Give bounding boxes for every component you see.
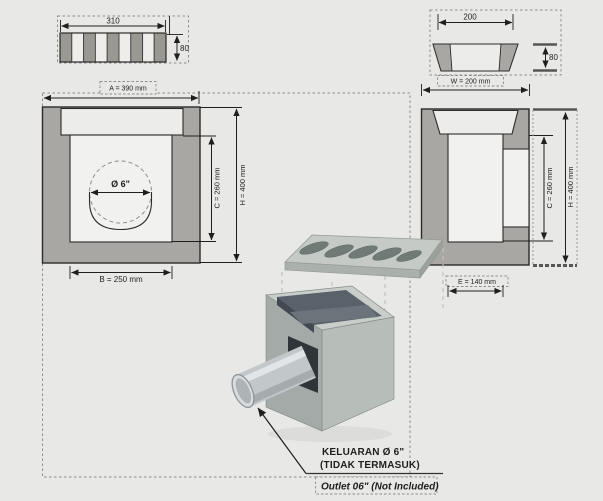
front-view-cavity [69,134,173,243]
grate-slot [372,247,402,261]
dim-label-box [437,75,504,87]
grate-bars [59,32,167,63]
callout-text-keluaran: KELUARAN Ø 6" [322,447,404,458]
figure-frame [57,15,189,64]
callout-leader-line [257,407,307,474]
dim-label-box [445,275,509,287]
pipe-body [234,345,316,408]
render-box [264,285,395,442]
grate-slot [348,245,378,259]
main-figure-frame [42,92,411,478]
dim-label-80: 80 [180,44,189,53]
dim-label-W: W = 200 mm [451,79,491,86]
figure-frame [429,9,562,76]
dim-label-80: 80 [549,53,558,62]
grate-section-end [498,43,519,72]
pipe-bore [235,378,252,404]
dim-label-A: A = 390 mm [109,86,147,93]
pipe-highlight [235,349,307,386]
pipe-shade [244,369,316,406]
side-view-outlet-notch [502,148,530,228]
grate-slot [324,244,354,258]
dim-label-diameter: Ø 6" [111,179,130,189]
outlet-callout: KELUARAN Ø 6" (TIDAK TERMASUK) Outlet 06… [257,407,443,495]
grate-bar [59,32,73,63]
grate-section-end [432,43,453,72]
side-view-cavity [447,133,504,243]
grate-slot [94,32,108,63]
side-view-recess [432,109,519,135]
grate-plan-view: 310 80 [57,15,189,64]
grate-bar [106,32,120,63]
dim-label-box [99,81,157,95]
dim-label-200: 200 [463,13,477,22]
grate-slot [299,241,329,255]
front-view-recess [60,107,184,136]
grate-slot [396,250,422,262]
render-pipe [231,345,316,409]
grate-bar [83,32,96,63]
grate-slot [142,32,155,63]
grate-slot [71,32,85,63]
dim-label-C: C = 260 mm [213,167,222,208]
box-right-face [321,316,395,432]
outlet-channel-outline [88,192,153,231]
grate-bar [153,32,167,63]
front-view: A = 390 mm Ø 6" C = 260 mm H = 400 mm B … [41,81,247,284]
box-interior-bottom [290,305,378,324]
callout-text-tidak-termasuk: (TIDAK TERMASUK) [320,460,420,471]
dim-label-H: H = 400 mm [238,164,247,205]
dim-label-H: H = 400 mm [566,166,575,207]
product-3d-render [231,234,444,442]
dim-label-E: E = 140 mm [458,279,496,286]
grate-slot [118,32,132,63]
grate-outline [59,32,167,63]
shadow [268,426,392,442]
dim-label-B: B = 250 mm [99,275,143,284]
dim-label-C: C = 260 mm [545,167,554,208]
callout-text-outlet-note: Outlet 06" (Not Included) [321,482,439,493]
render-grate [284,234,443,279]
callout-note-box [315,476,438,495]
side-view: W = 200 mm C = 260 mm H = 400 mm E = 140… [420,75,578,297]
dim-label-310: 310 [106,17,120,26]
grate-section-view: 200 80 [429,9,562,76]
grate-bar [130,32,144,63]
